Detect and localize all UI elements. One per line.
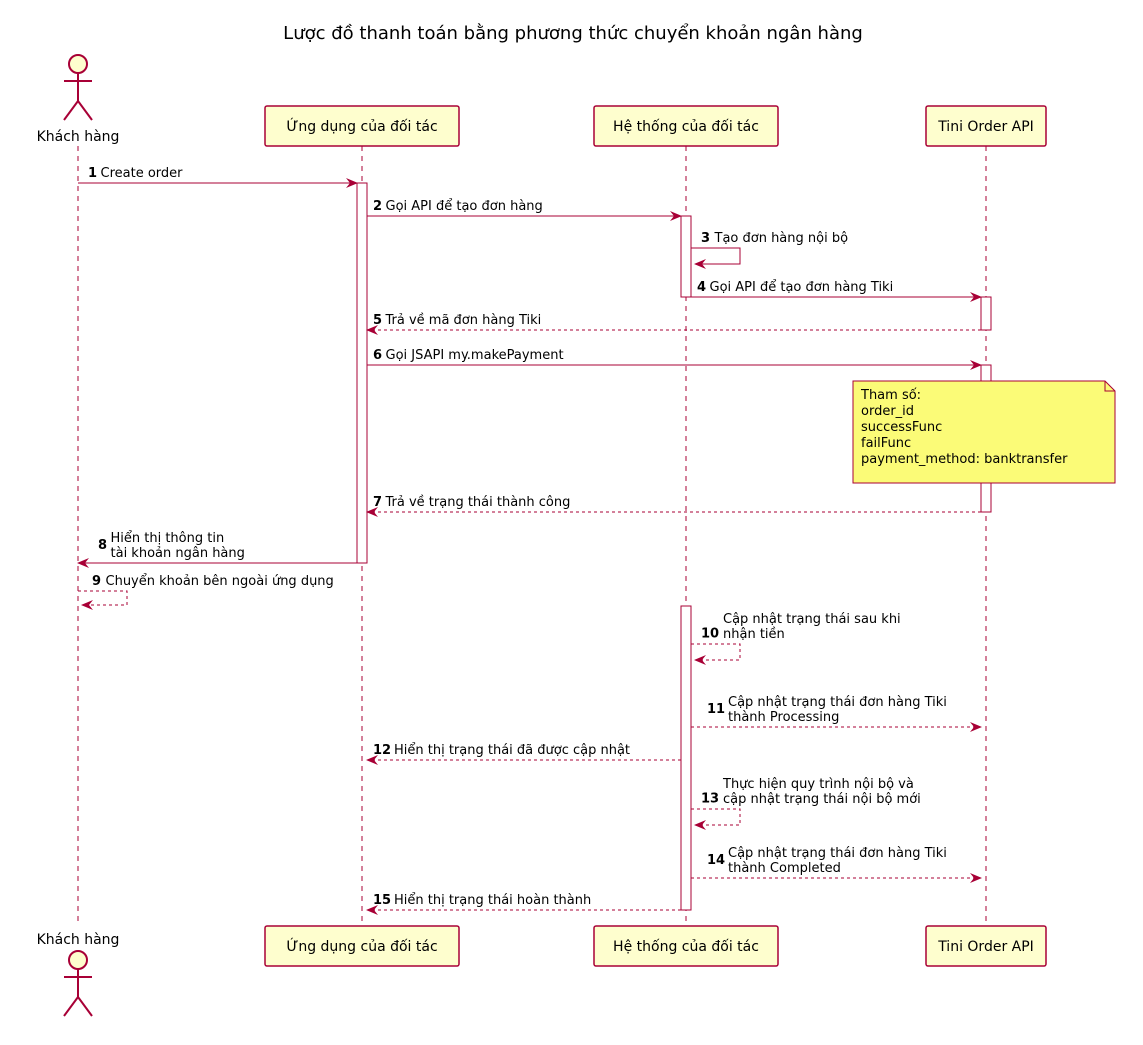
- note-line: Tham số:: [860, 388, 921, 403]
- participant-label: Ứng dụng của đối tác: [286, 937, 437, 955]
- message-label: thành Completed: [728, 861, 841, 876]
- message-8: 8 Hiển thị thông tin tài khoản ngân hàng: [77, 531, 357, 568]
- message-label: Gọi API để tạo đơn hàng: [386, 199, 543, 214]
- message-9: 9 Chuyển khoản bên ngoài ứng dụng: [78, 574, 334, 610]
- message-label: Thực hiện quy trình nội bộ và: [722, 777, 914, 792]
- participant-app-top: Ứng dụng của đối tác: [264, 105, 460, 147]
- message-number: 13: [701, 792, 719, 807]
- message-number: 10: [701, 627, 719, 642]
- activation-bar-system: [680, 215, 692, 298]
- actor-kh-ch-h-ng-top: Khách hàng: [37, 54, 120, 145]
- participant-label: Khách hàng: [37, 932, 120, 948]
- actor-left-leg: [63, 100, 79, 121]
- note-parameters: Tham số: order_id successFunc failFunc p…: [852, 380, 1116, 484]
- message-label: Chuyển khoản bên ngoài ứng dụng: [106, 574, 334, 589]
- message-2: 2 Gọi API để tạo đơn hàng: [367, 199, 682, 221]
- participant-box: [925, 105, 1047, 147]
- participant-label: Hệ thống của đối tác: [613, 938, 759, 955]
- message-number: 3: [701, 231, 710, 246]
- participant-box: [264, 925, 460, 967]
- message-arrow: [691, 247, 741, 269]
- message-label: Hiển thị thông tin: [111, 531, 225, 546]
- message-label: Create order: [101, 166, 184, 181]
- participant-box: [925, 925, 1047, 967]
- message-6: 6 Gọi JSAPI my.makePayment: [367, 348, 982, 370]
- note-line: failFunc: [861, 436, 911, 451]
- participant-label: Hệ thống của đối tác: [613, 118, 759, 135]
- message-number: 8: [98, 538, 107, 553]
- message-label: Cập nhật trạng thái sau khi: [723, 612, 901, 627]
- message-3: 3 Tạo đơn hàng nội bộ: [691, 231, 849, 269]
- activation-bar-system: [680, 605, 692, 911]
- actor-kh-ch-h-ng-bottom: Khách hàng: [37, 932, 120, 1017]
- message-number: 9: [92, 574, 101, 589]
- message-label: Cập nhật trạng thái đơn hàng Tiki: [728, 846, 947, 861]
- message-number: 4: [697, 280, 706, 295]
- activation-bar-app: [356, 182, 368, 564]
- participant-label: Tini Order API: [937, 939, 1034, 955]
- message-label: Cập nhật trạng thái đơn hàng Tiki: [728, 695, 947, 710]
- participant-label: Ứng dụng của đối tác: [286, 117, 437, 135]
- participant-system-top: Hệ thống của đối tác: [593, 105, 779, 147]
- actor-head: [68, 54, 88, 74]
- participant-box: [593, 105, 779, 147]
- message-label: Hiển thị trạng thái hoàn thành: [394, 893, 591, 908]
- message-arrow: [691, 808, 741, 830]
- message-4: 4 Gọi API để tạo đơn hàng Tiki: [691, 280, 982, 302]
- note-line: payment_method: banktransfer: [861, 452, 1068, 467]
- message-number: 7: [373, 495, 382, 510]
- message-label: nhận tiền: [723, 627, 785, 642]
- participant-system-bottom: Hệ thống của đối tác: [593, 925, 779, 967]
- message-label: Hiển thị trạng thái đã được cập nhật: [394, 743, 630, 758]
- message-label: tài khoản ngân hàng: [111, 546, 245, 561]
- message-number: 1: [88, 166, 97, 181]
- participant-app-bottom: Ứng dụng của đối tác: [264, 925, 460, 967]
- message-label: cập nhật trạng thái nội bộ mới: [723, 792, 921, 807]
- message-number: 12: [373, 743, 391, 758]
- message-1: 1 Create order: [78, 166, 358, 188]
- participant-tini-top: Tini Order API: [925, 105, 1047, 147]
- message-label: Gọi JSAPI my.makePayment: [386, 348, 564, 363]
- message-arrow: [78, 590, 128, 610]
- note-line: successFunc: [861, 420, 942, 435]
- message-number: 5: [373, 313, 382, 328]
- activation-bar-tini: [980, 296, 992, 331]
- message-label: Tạo đơn hàng nội bộ: [714, 231, 849, 246]
- actor-right-leg: [77, 996, 93, 1017]
- note-fold: [1104, 381, 1115, 392]
- message-number: 6: [373, 348, 382, 363]
- participant-label: Khách hàng: [37, 129, 120, 145]
- message-arrow: [691, 643, 741, 665]
- message-label: Trả về trạng thái thành công: [385, 495, 571, 510]
- message-number: 2: [373, 199, 382, 214]
- message-label: thành Processing: [728, 710, 839, 725]
- participant-tini-bottom: Tini Order API: [925, 925, 1047, 967]
- participant-box: [264, 105, 460, 147]
- message-number: 14: [707, 853, 725, 868]
- message-10: 10 Cập nhật trạng thái sau khi nhận tiền: [691, 612, 901, 665]
- message-label: Gọi API để tạo đơn hàng Tiki: [710, 280, 894, 295]
- actor-left-leg: [63, 996, 79, 1017]
- message-number: 11: [707, 702, 725, 717]
- note-box: [852, 380, 1116, 484]
- actor-right-leg: [77, 100, 93, 121]
- message-number: 15: [373, 893, 391, 908]
- message-label: Trả về mã đơn hàng Tiki: [385, 313, 542, 328]
- participant-label: Tini Order API: [937, 119, 1034, 135]
- actor-head: [68, 950, 88, 970]
- participant-box: [593, 925, 779, 967]
- diagram-title: Lược đồ thanh toán bằng phương thức chuy…: [283, 23, 863, 44]
- note-line: order_id: [861, 404, 914, 419]
